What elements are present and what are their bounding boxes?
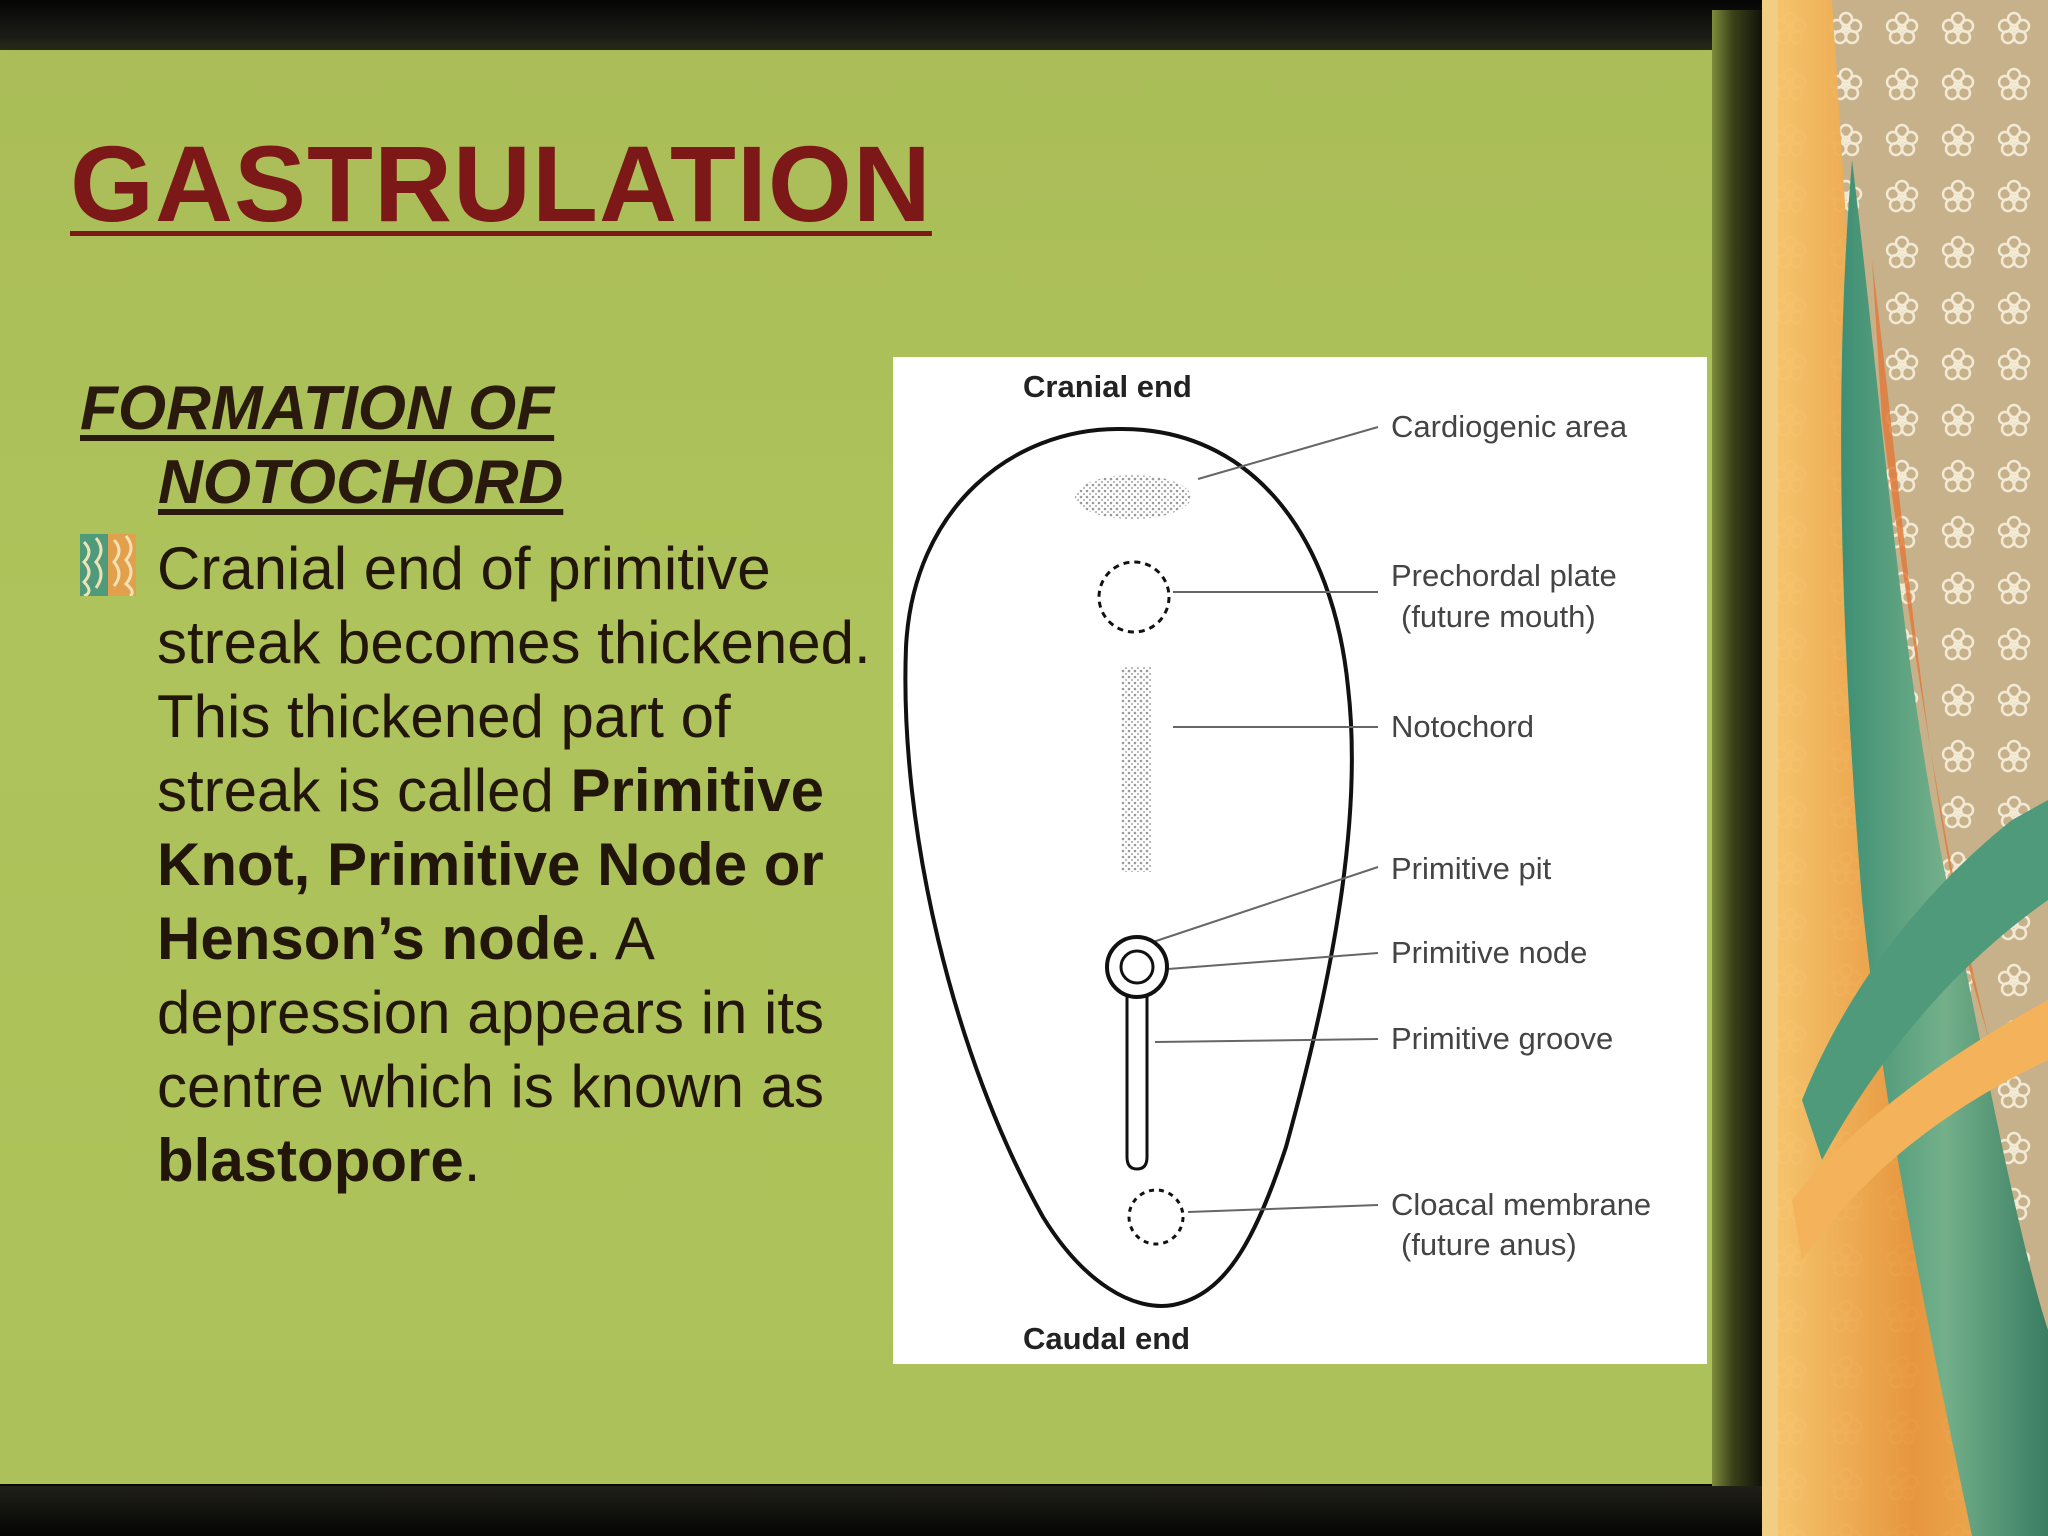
label-primitive-node: Primitive node [1391,935,1587,970]
prechordal-plate-shape [1097,560,1171,634]
decorative-side-strip [1762,0,2048,1536]
body-text-1: Cranial end of primitive streak becomes … [157,535,871,824]
label-future-mouth: (future mouth) [1401,599,1596,634]
leader-primitive-groove [1154,1038,1379,1043]
label-caudal-end: Caudal end [1023,1321,1190,1356]
label-cardiogenic-area: Cardiogenic area [1391,409,1628,444]
cardiogenic-area-shape [1075,475,1191,519]
body-bold-blastopore: blastopore [157,1127,464,1194]
subtitle-line-2: NOTOCHORD [158,448,564,517]
cloacal-membrane-shape [1127,1188,1185,1246]
label-notochord: Notochord [1391,709,1534,744]
notochord-diagram: Cranial end Caudal end Cardiogenic area … [893,357,1707,1364]
leader-primitive-node [1167,952,1379,970]
bullet-body-text: Cranial end of primitive streak becomes … [157,532,877,1198]
label-cloacal-membrane: Cloacal membrane [1391,1187,1651,1222]
leader-cloacal [1187,1204,1379,1213]
patterned-square-bullet-icon [80,534,136,598]
label-cranial-end: Cranial end [1023,369,1192,404]
subtitle-line-1: FORMATION OF [80,374,555,443]
slide-bevel [1712,10,1764,1510]
label-prechordal-plate: Prechordal plate [1391,558,1617,593]
body-text-3: . [463,1127,481,1194]
label-primitive-pit: Primitive pit [1391,851,1552,886]
bottom-frame-band [0,1486,1765,1536]
slide-subtitle: FORMATION OF NOTOCHORD [80,372,720,520]
primitive-pit-shape [1119,949,1155,985]
body-bold-node-names: Primitive Knot, Primitive Node or Henson… [157,757,824,972]
label-primitive-groove: Primitive groove [1391,1021,1613,1056]
notochord-shape [1121,667,1151,872]
label-future-anus: (future anus) [1401,1227,1577,1262]
leader-primitive-pit [1152,866,1379,943]
leader-cardiogenic [1197,426,1379,480]
slide-title: GASTRULATION [70,123,932,244]
top-frame-band [0,0,1765,50]
body-text-2: . A depression appears in its centre whi… [157,905,825,1120]
embryonic-disc-outline [903,426,1354,1308]
primitive-groove-shape [1125,987,1149,1171]
